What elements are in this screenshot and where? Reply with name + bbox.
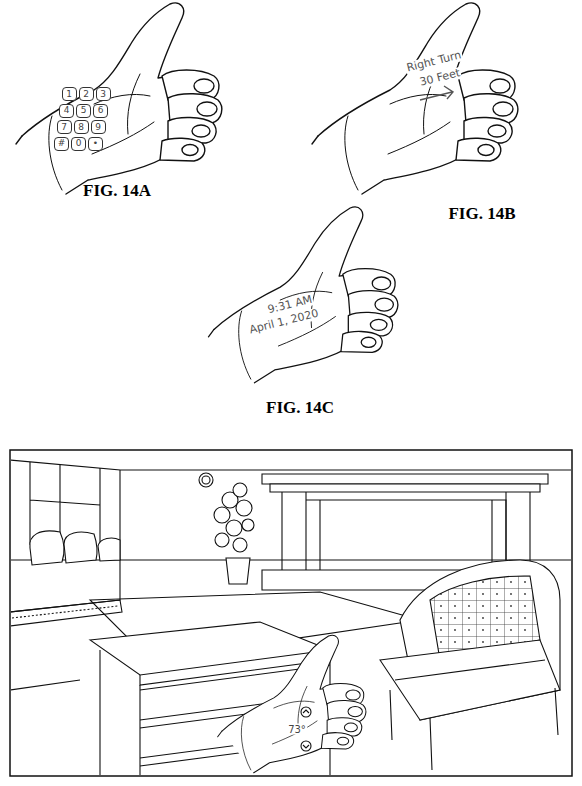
keypad-key: #	[54, 137, 69, 151]
keypad-key: 9	[91, 120, 106, 134]
key-label: 6	[98, 106, 104, 115]
key-label: 4	[64, 106, 70, 115]
keypad-key: 3	[96, 87, 111, 101]
keypad-key: 5	[76, 104, 91, 118]
keypad-key: 4	[59, 104, 74, 118]
key-label: #	[58, 139, 66, 148]
key-label: 0	[76, 139, 82, 148]
key-label: 3	[100, 90, 106, 99]
key-label: 9	[95, 123, 101, 132]
turn-arrow	[420, 86, 453, 100]
keypad-key: 1	[62, 87, 77, 101]
hand-drawing	[312, 3, 518, 194]
hand-drawing	[16, 3, 222, 194]
scene-frame	[10, 450, 572, 776]
figure-caption: FIG. 14B	[447, 205, 516, 224]
key-label: •	[93, 139, 98, 148]
hand-drawing	[208, 207, 397, 383]
key-label: 2	[83, 90, 89, 99]
keypad-key: 8	[74, 120, 89, 134]
keypad-key: 0	[71, 137, 86, 151]
keypad-key: •	[88, 137, 103, 151]
keypad-key: 6	[93, 104, 108, 118]
key-label: 5	[81, 106, 87, 115]
keypad-key: 7	[57, 120, 72, 134]
key-label: 8	[78, 123, 84, 132]
room-scene	[11, 460, 571, 775]
figure-caption: FIG. 14C	[265, 399, 335, 418]
temperature-text: 73°	[287, 724, 307, 735]
keypad-key: 2	[79, 87, 94, 101]
figure-caption: FIG. 14A	[82, 182, 152, 201]
key-label: 1	[66, 90, 72, 99]
key-label: 7	[61, 123, 67, 132]
